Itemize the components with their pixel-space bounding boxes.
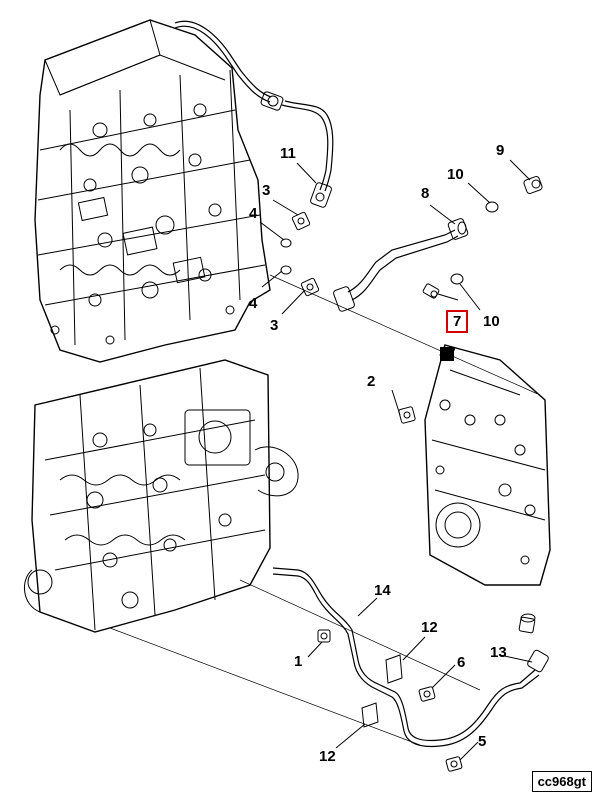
callout-10-upper: 10 — [447, 166, 464, 183]
callout-10-lower: 10 — [483, 313, 500, 330]
timing-cover — [424, 344, 551, 586]
callout-5: 5 — [478, 733, 487, 750]
callout-3-upper: 3 — [262, 182, 271, 199]
callout-14: 14 — [374, 582, 391, 599]
lower-engine-block — [24, 359, 299, 633]
callout-4-lower: 4 — [249, 295, 258, 312]
callout-13: 13 — [490, 644, 507, 661]
callout-1: 1 — [294, 653, 303, 670]
callout-12-upper: 12 — [421, 619, 438, 636]
callout-12-lower: 12 — [319, 748, 336, 765]
callout-6: 6 — [457, 654, 466, 671]
callout-3-lower: 3 — [270, 317, 279, 334]
callout-4-upper: 4 — [249, 205, 258, 222]
callout-8: 8 — [421, 185, 430, 202]
callout-11: 11 — [280, 145, 296, 162]
upper-engine-block — [34, 19, 271, 363]
figure-code-label: cc968gt — [531, 771, 592, 792]
callout-2: 2 — [367, 373, 376, 390]
callout-9: 9 — [496, 142, 505, 159]
callout-7-highlighted: 7 — [446, 310, 469, 333]
